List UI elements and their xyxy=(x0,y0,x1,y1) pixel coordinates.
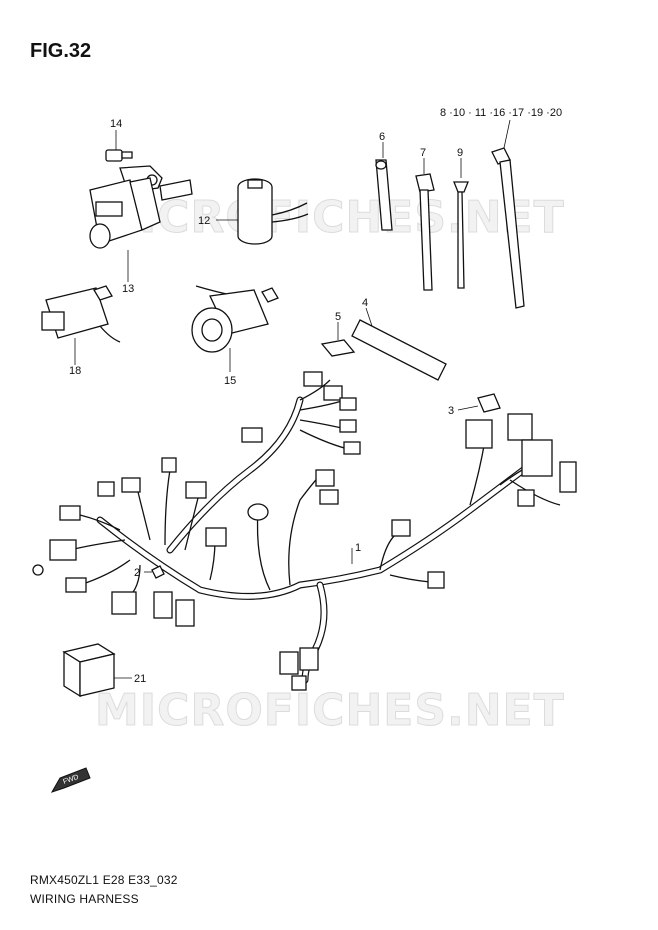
callout-15: 15 xyxy=(224,375,236,387)
part-1-main-harness xyxy=(32,371,577,691)
callout-3: 3 xyxy=(448,405,454,417)
part-18-switch xyxy=(41,285,121,365)
callout-1: 1 xyxy=(355,542,361,554)
part-7-band xyxy=(415,158,435,291)
watermark-bottom: MICROFICHES.NET xyxy=(95,685,565,736)
part-14-bolt xyxy=(105,130,133,162)
callout-18: 18 xyxy=(69,365,81,377)
callout-7: 7 xyxy=(420,147,426,159)
part-13-switch xyxy=(89,165,193,282)
part-5-pad xyxy=(320,322,356,357)
diagram-name: WIRING HARNESS xyxy=(30,892,139,906)
part-12-resistor xyxy=(216,178,309,245)
callout-9: 9 xyxy=(457,147,463,159)
callout-8-group: 8 ·10 · 11 ·16 ·17 ·19 ·20 xyxy=(440,107,562,119)
watermark-top: MICROFICHES.NET xyxy=(95,192,565,243)
callout-5: 5 xyxy=(335,311,341,323)
part-3-connector xyxy=(457,393,501,413)
callout-14: 14 xyxy=(110,118,122,130)
figure-title: FIG.32 xyxy=(30,40,92,62)
part-15-connector xyxy=(191,285,279,372)
callout-13: 13 xyxy=(122,283,134,295)
callout-4: 4 xyxy=(362,297,368,309)
part-4-tape xyxy=(351,307,447,381)
part-21-relay xyxy=(62,643,132,698)
callout-12: 12 xyxy=(198,215,210,227)
fwd-arrow-icon: FWD xyxy=(50,767,91,793)
part-2-clip xyxy=(144,565,165,579)
callout-6: 6 xyxy=(379,131,385,143)
diagram-code: RMX450ZL1 E28 E33_032 xyxy=(30,873,178,887)
callout-21: 21 xyxy=(134,673,146,685)
part-9-clamp xyxy=(453,158,469,289)
callout-2: 2 xyxy=(134,567,140,579)
part-8-tie-band xyxy=(491,119,525,309)
part-6-strap xyxy=(375,142,393,231)
